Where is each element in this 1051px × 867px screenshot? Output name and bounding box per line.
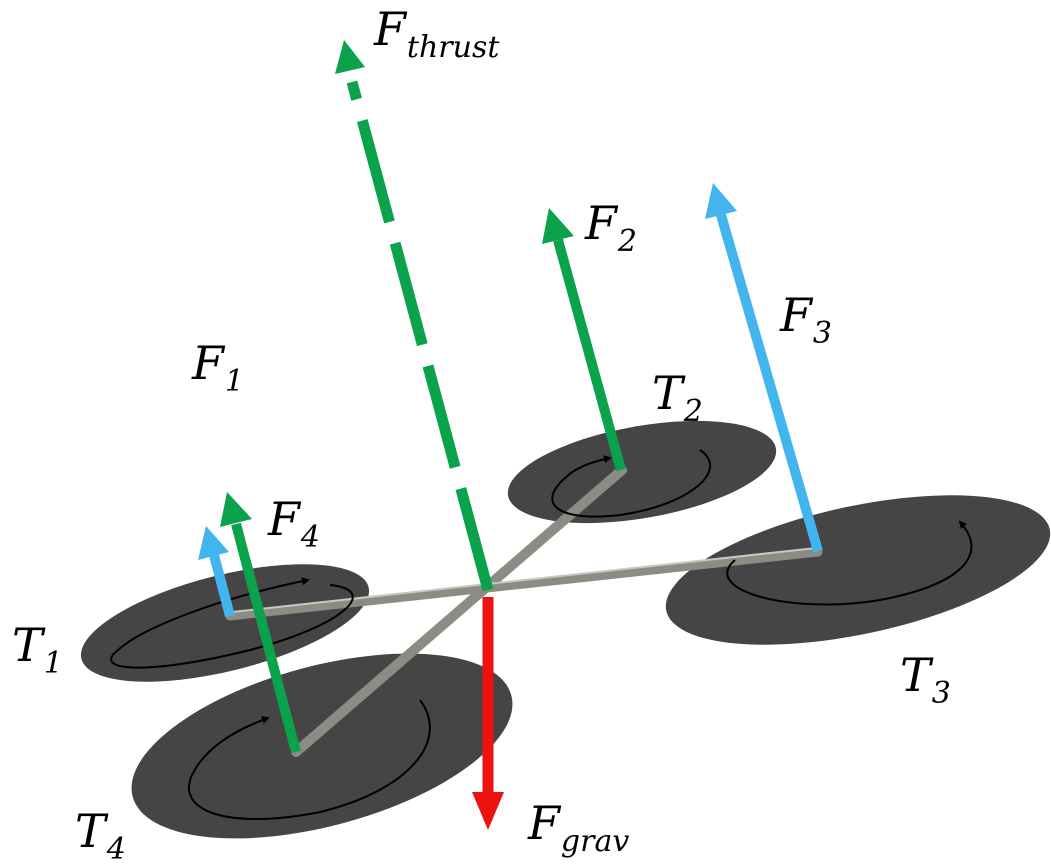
label-f3: F3 [780, 292, 832, 349]
torque-arrow-1 [110, 577, 354, 669]
torque-arrow-3 [726, 520, 973, 606]
label-f4-sub: 4 [300, 520, 321, 555]
label-t2-main: T [652, 366, 683, 420]
label-t4: T4 [75, 808, 126, 865]
label-f-thrust-sub: thrust [406, 30, 500, 65]
label-t4-main: T [75, 804, 106, 858]
label-t1-sub: 1 [43, 646, 63, 681]
force-3-arrow-shaft [716, 213, 823, 553]
label-f4-main: F [268, 492, 300, 546]
label-f3-main: F [780, 288, 812, 342]
label-f1-sub: 1 [224, 364, 245, 399]
label-t2: T2 [652, 370, 703, 427]
force-2-arrow-shaft [553, 238, 626, 472]
force-4-arrow-shaft [231, 522, 301, 754]
label-f2-sub: 2 [617, 224, 638, 259]
label-f-grav: Fgrav [528, 800, 629, 857]
rotor-disk-4 [131, 653, 513, 839]
label-f3-sub: 3 [812, 316, 833, 351]
frame-arm-1-3 [225, 547, 823, 621]
rotor-disk-1 [80, 564, 370, 682]
label-f1-main: F [192, 336, 224, 390]
label-t2-sub: 2 [683, 394, 703, 429]
label-f-thrust: Fthrust [374, 6, 499, 63]
torque-arrow-2 [551, 449, 712, 518]
torque-arrow-4 [188, 699, 431, 821]
force-4-arrowhead [220, 492, 252, 527]
label-t3: T3 [900, 652, 951, 709]
label-f2: F2 [585, 200, 637, 257]
label-t4-sub: 4 [106, 832, 126, 867]
frame-arm-2-4 [291, 465, 627, 757]
label-f4: F4 [268, 496, 320, 553]
rotor-disk-3 [665, 495, 1051, 645]
label-f2-main: F [585, 196, 617, 250]
label-f-grav-main: F [528, 796, 560, 850]
label-t3-main: T [900, 648, 931, 702]
gravity-force-arrowhead [472, 792, 504, 830]
thrust-force-arrowhead [335, 40, 365, 74]
force-1-arrow-shaft [209, 553, 235, 618]
label-t1-main: T [12, 618, 43, 672]
frame-arm-highlight [231, 547, 817, 613]
label-f-thrust-main: F [374, 2, 406, 56]
force-3-arrowhead [705, 183, 737, 219]
rotor-disk-2 [507, 420, 777, 524]
force-1-arrowhead [198, 526, 229, 560]
label-f1: F1 [192, 340, 244, 397]
label-t3-sub: 3 [931, 676, 951, 711]
label-t1: T1 [12, 622, 63, 679]
thrust-force-arrow-shaft [346, 80, 494, 592]
force-2-arrowhead [542, 208, 574, 244]
label-f-grav-sub: grav [560, 824, 630, 859]
